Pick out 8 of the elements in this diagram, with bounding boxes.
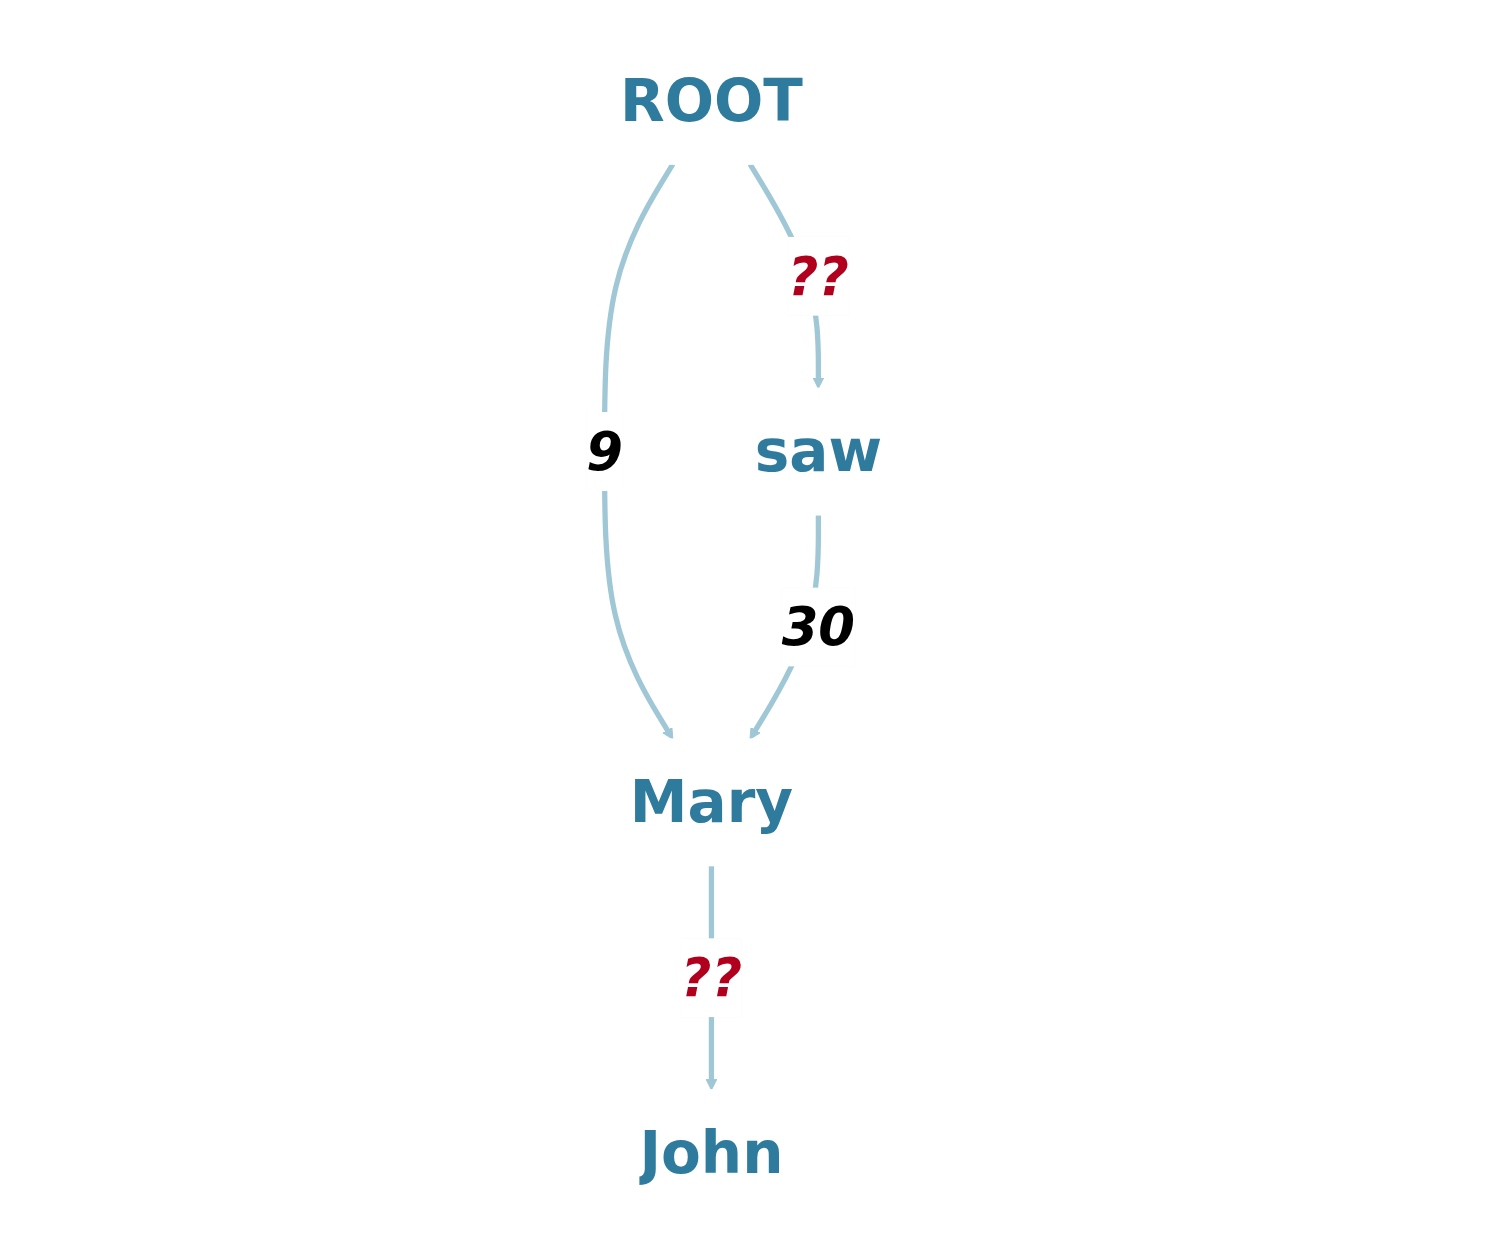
node-text: Mary [629, 767, 793, 835]
edge-label: 30 [781, 596, 855, 657]
node-text: ROOT [619, 66, 803, 134]
node-text: John [638, 1118, 783, 1186]
edge-label: ?? [680, 946, 742, 1008]
node-text: saw [754, 416, 882, 485]
edge-label: ?? [787, 245, 849, 307]
edge-label: 9 [585, 420, 623, 482]
